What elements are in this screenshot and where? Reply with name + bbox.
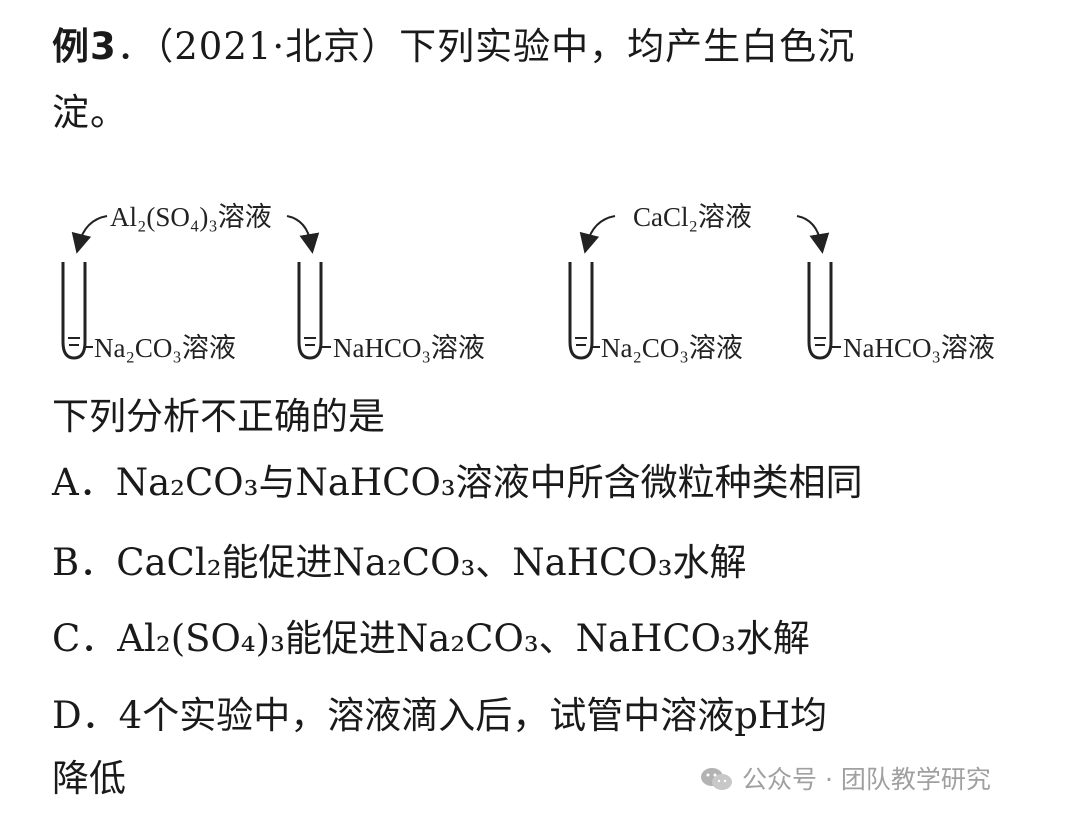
question-prompt: 下列分析不正确的是 xyxy=(52,395,385,438)
arrow-left-2 xyxy=(286,215,320,254)
test-tube-2 xyxy=(297,262,331,360)
tube-label-nahco3-2: NaHCO₃溶液 xyxy=(843,333,995,363)
option-a: A．Na₂CO₃与NaHCO₃溶液中所含微粒种类相同 xyxy=(52,461,863,504)
reagent-label-right: CaCl₂溶液 xyxy=(633,202,752,232)
tube-label-na2co3-2: Na₂CO₃溶液 xyxy=(601,333,743,363)
option-d: D．4个实验中，溶液滴入后，试管中溶液pH均 xyxy=(52,694,828,737)
arrow-right-1 xyxy=(579,215,616,254)
question-title-text: ．（2021·北京）下列实验中，均产生白色沉 xyxy=(116,25,856,68)
watermark-text: 公众号 · 团队教学研究 xyxy=(742,765,991,794)
reagent-label-left: Al₂(SO₄)₃溶液 xyxy=(110,202,272,232)
question-label: 例3 xyxy=(52,25,117,68)
experiment-diagram: Al₂(SO₄)₃溶液 Na₂CO₃溶液 NaHCO₃溶液 CaCl₂溶液 Na… xyxy=(61,202,995,363)
wechat-icon xyxy=(701,768,732,790)
option-d-continued: 降低 xyxy=(52,757,126,800)
test-tube-4 xyxy=(807,262,841,360)
question-title-continued: 淀。 xyxy=(52,91,128,134)
option-c: C．Al₂(SO₄)₃能促进Na₂CO₃、NaHCO₃水解 xyxy=(52,617,810,660)
question-title: 例3．（2021·北京）下列实验中，均产生白色沉 xyxy=(52,28,855,65)
arrow-left-1 xyxy=(71,215,108,254)
tube-label-na2co3-1: Na₂CO₃溶液 xyxy=(94,333,236,363)
watermark: 公众号 · 团队教学研究 xyxy=(700,760,991,796)
arrow-right-2 xyxy=(796,215,830,254)
tube-label-nahco3-1: NaHCO₃溶液 xyxy=(333,333,485,363)
option-b: B．CaCl₂能促进Na₂CO₃、NaHCO₃水解 xyxy=(52,541,747,584)
test-tube-1 xyxy=(61,262,93,360)
test-tube-3 xyxy=(568,262,600,360)
